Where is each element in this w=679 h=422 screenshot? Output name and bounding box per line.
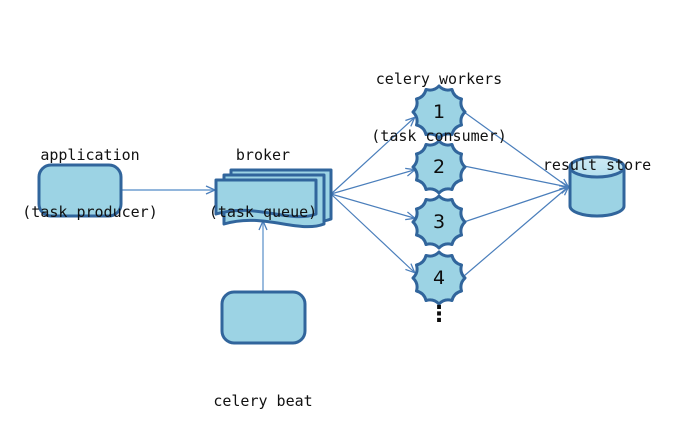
edge-broker-to-worker-3 [330, 193, 417, 221]
label-application: application (task producer) [10, 108, 170, 260]
label-result-store-line1: result store [542, 156, 652, 174]
label-result-store: result store [527, 118, 667, 213]
node-worker-4[interactable] [411, 250, 467, 306]
worker-4-number: 4 [432, 267, 446, 289]
worker-1-number: 1 [432, 101, 446, 123]
edge-worker-3-to-result-store [463, 185, 571, 223]
edge-worker-2-to-result-store [463, 165, 571, 190]
worker-more-indicator: ⋮ [428, 302, 450, 327]
label-broker: broker (task queue) [193, 108, 333, 260]
label-broker-line1: broker [235, 146, 291, 164]
node-celery-beat[interactable] [220, 290, 307, 345]
label-application-line2: (task producer) [22, 203, 158, 221]
edge-broker-to-worker-4 [330, 193, 416, 274]
label-celery-workers: celery workers (task consumer) [359, 32, 519, 184]
node-worker-2[interactable] [411, 139, 467, 195]
label-celery-beat-line1: celery beat [213, 392, 313, 410]
node-broker[interactable] [214, 168, 333, 229]
label-application-line1: application [40, 146, 140, 164]
label-broker-line2: (task queue) [208, 203, 318, 221]
node-worker-1[interactable] [411, 84, 467, 140]
edge-worker-1-to-result-store [463, 111, 571, 189]
node-application[interactable] [37, 163, 123, 218]
label-celery-beat: celery beat (task scheduler) [183, 354, 343, 422]
node-worker-3[interactable] [411, 194, 467, 250]
edge-broker-to-worker-2 [330, 167, 417, 195]
label-celery-workers-line1: celery workers [375, 70, 503, 88]
node-result-store[interactable] [568, 155, 626, 218]
worker-2-number: 2 [432, 156, 446, 178]
edge-broker-to-worker-1 [330, 116, 416, 195]
label-celery-workers-line2: (task consumer) [371, 127, 507, 145]
edge-worker-4-to-result-store [463, 185, 570, 277]
worker-3-number: 3 [432, 211, 446, 233]
